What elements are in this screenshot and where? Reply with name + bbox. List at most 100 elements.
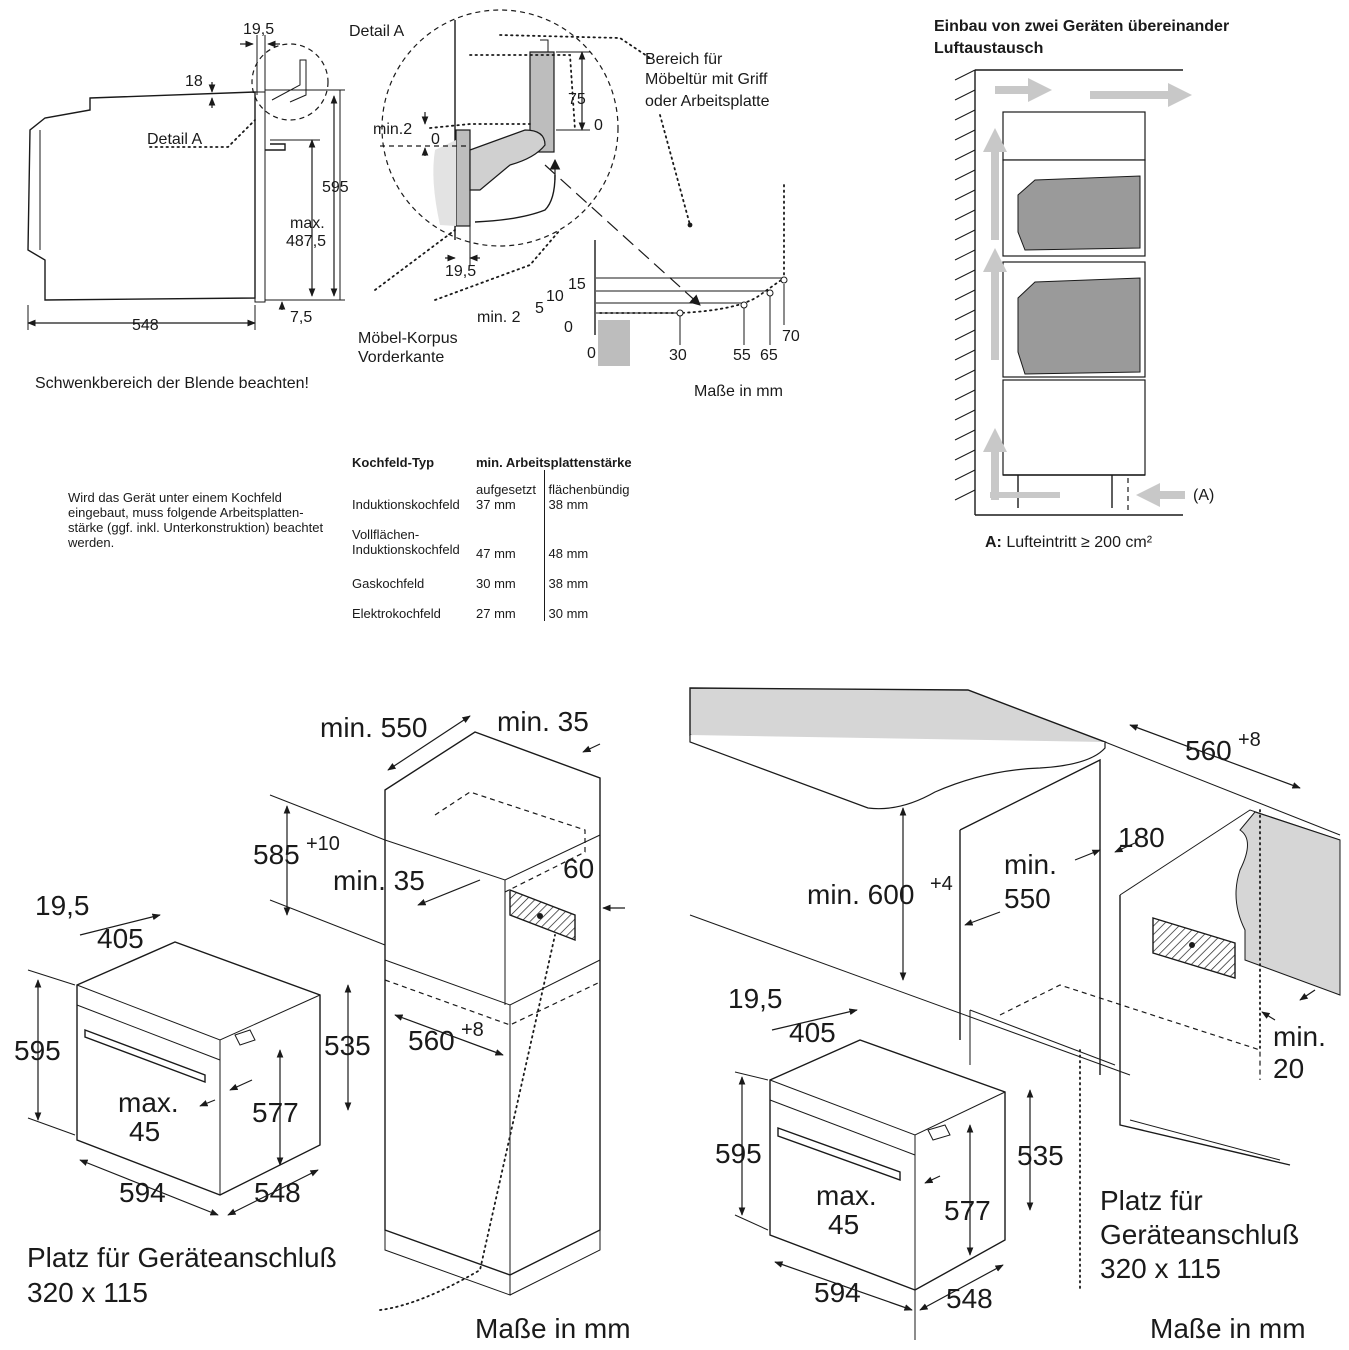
dim-min2-top: min.2	[373, 121, 412, 138]
oven-r-535: 535	[1017, 1140, 1064, 1171]
detail-a-circle-small	[251, 43, 329, 121]
tall-d60: 60	[563, 853, 594, 884]
oven-r-577: 577	[944, 1195, 991, 1226]
connection-l-line2: 320 x 115	[27, 1277, 148, 1308]
tall-min35-top: min. 35	[497, 706, 589, 737]
oven-l-577: 577	[252, 1097, 299, 1128]
units-top: Maße in mm	[694, 383, 783, 400]
row-type: Gaskochfeld	[352, 576, 425, 591]
y-0: 0	[564, 319, 573, 336]
oven-r-594: 594	[814, 1277, 861, 1308]
oven-l-405: 405	[97, 923, 144, 954]
caution-text: Schwenkbereich der Blende beachten!	[35, 375, 309, 392]
uc-h600-sup: +4	[930, 873, 953, 895]
x-55: 55	[733, 347, 751, 364]
oven-r-595: 595	[715, 1138, 762, 1169]
dim-7-5: 7,5	[290, 309, 312, 326]
row-flush: 38 mm	[543, 497, 638, 527]
units-bottom-right: Maße in mm	[1150, 1313, 1306, 1344]
tall-h585: 585	[253, 839, 300, 870]
connection-l-line1: Platz für Geräteanschluß	[27, 1242, 337, 1273]
oven-r-19-5: 19,5	[728, 983, 783, 1014]
two-units-drawing	[934, 60, 1299, 555]
dim-487-5: 487,5	[286, 233, 326, 250]
oven-l-535: 535	[324, 1030, 371, 1061]
row-on: 37 mm	[476, 497, 516, 512]
col-min-header: min. Arbeitsplattenstärke	[476, 455, 632, 470]
y-5: 5	[535, 300, 544, 317]
uc-w560: 560	[1185, 735, 1232, 766]
oven-l-595: 595	[14, 1035, 61, 1066]
oven-l-548: 548	[254, 1177, 301, 1208]
side-section-drawing	[27, 35, 345, 330]
dim-19-5-top: 19,5	[243, 21, 274, 38]
detail-a-circle	[381, 9, 619, 247]
detail-a-title: Detail A	[349, 23, 404, 40]
row-on: 27 mm	[476, 606, 516, 621]
oven-r-405: 405	[789, 1017, 836, 1048]
uc-min20-line2: 20	[1273, 1053, 1304, 1084]
dim-75: 75	[568, 91, 586, 108]
row-type: Vollflächen-Induktionskochfeld	[352, 527, 460, 557]
x-0: 0	[587, 345, 596, 362]
row-flush: 48 mm	[543, 527, 638, 561]
tall-cabinet-drawing	[269, 715, 625, 1311]
col-type-header: Kochfeld-Typ	[352, 455, 435, 470]
oven-l-594: 594	[119, 1177, 166, 1208]
connection-r-line3: 320 x 115	[1100, 1253, 1221, 1284]
air-caption-text: Lufteintritt ≥ 200 cm²	[1001, 534, 1153, 551]
row-type: Induktionskochfeld	[352, 497, 460, 512]
worktop-note: Wird das Gerät unter einem Kochfeld eing…	[68, 490, 324, 550]
uc-w560-sup: +8	[1238, 729, 1261, 751]
units-bottom-left: Maße in mm	[475, 1313, 631, 1344]
y-15: 15	[568, 276, 586, 293]
dim-18: 18	[185, 73, 203, 90]
y-10: 10	[546, 288, 564, 305]
tall-min35-mid: min. 35	[333, 865, 425, 896]
corpus-label-line1: Möbel-Korpus	[358, 330, 458, 347]
tall-w560-sup: +8	[461, 1019, 484, 1041]
air-caption-bold: A:	[985, 534, 1002, 551]
area-label-line1: Bereich für	[645, 51, 723, 68]
connection-r-line2: Geräteanschluß	[1100, 1219, 1299, 1250]
dim-zero-right: 0	[594, 117, 603, 134]
sub-on-header: aufgesetzt	[476, 482, 536, 497]
tall-min550: min. 550	[320, 712, 427, 743]
two-units-title-line2: Luftaustausch	[934, 40, 1044, 57]
hob-thickness-table: Kochfeld-Typ min. Arbeitsplattenstärke a…	[352, 455, 638, 621]
uc-min20-line1: min.	[1273, 1021, 1326, 1052]
detail-a-pointer-label: Detail A	[147, 131, 202, 148]
area-label-line3: oder Arbeitsplatte	[645, 93, 770, 110]
dim-min2-bottom: min. 2	[477, 309, 521, 326]
tall-h585-sup: +10	[306, 833, 340, 855]
corpus-label-line2: Vorderkante	[358, 349, 444, 366]
dim-19-5-detail: 19,5	[445, 263, 476, 280]
oven-r-max: max.	[816, 1180, 877, 1211]
air-intake-caption: A: Lufteintritt ≥ 200 cm²	[985, 534, 1152, 552]
sub-flush-header: flächenbündig	[543, 470, 638, 497]
uc-min550: 550	[1004, 883, 1051, 914]
uc-min-label: min.	[1004, 849, 1057, 880]
row-type: Elektrokochfeld	[352, 606, 441, 621]
two-units-title-line1: Einbau von zwei Geräten übereinander	[934, 18, 1230, 35]
area-label-line2: Möbeltür mit Griff	[645, 71, 768, 88]
dim-max-label: max.	[290, 215, 325, 232]
row-on: 30 mm	[476, 576, 516, 591]
tall-w560: 560	[408, 1025, 455, 1056]
oven-l-19-5: 19,5	[35, 890, 90, 921]
oven-r-45: 45	[828, 1209, 859, 1240]
dim-548-side: 548	[132, 317, 159, 334]
uc-h600: min. 600	[807, 879, 914, 910]
dim-595-side: 595	[322, 179, 349, 196]
oven-l-45: 45	[129, 1116, 160, 1147]
connection-r-line1: Platz für	[1100, 1185, 1203, 1216]
under-counter-drawing	[689, 687, 1341, 1291]
detail-a-drawing	[374, 9, 788, 366]
oven-right-drawing	[734, 1008, 1034, 1340]
dim-zero-top: 0	[431, 131, 440, 148]
two-units-title: Einbau von zwei Geräten übereinander Luf…	[934, 16, 1314, 60]
oven-left-drawing	[27, 913, 352, 1216]
x-30: 30	[669, 347, 687, 364]
x-65: 65	[760, 347, 778, 364]
